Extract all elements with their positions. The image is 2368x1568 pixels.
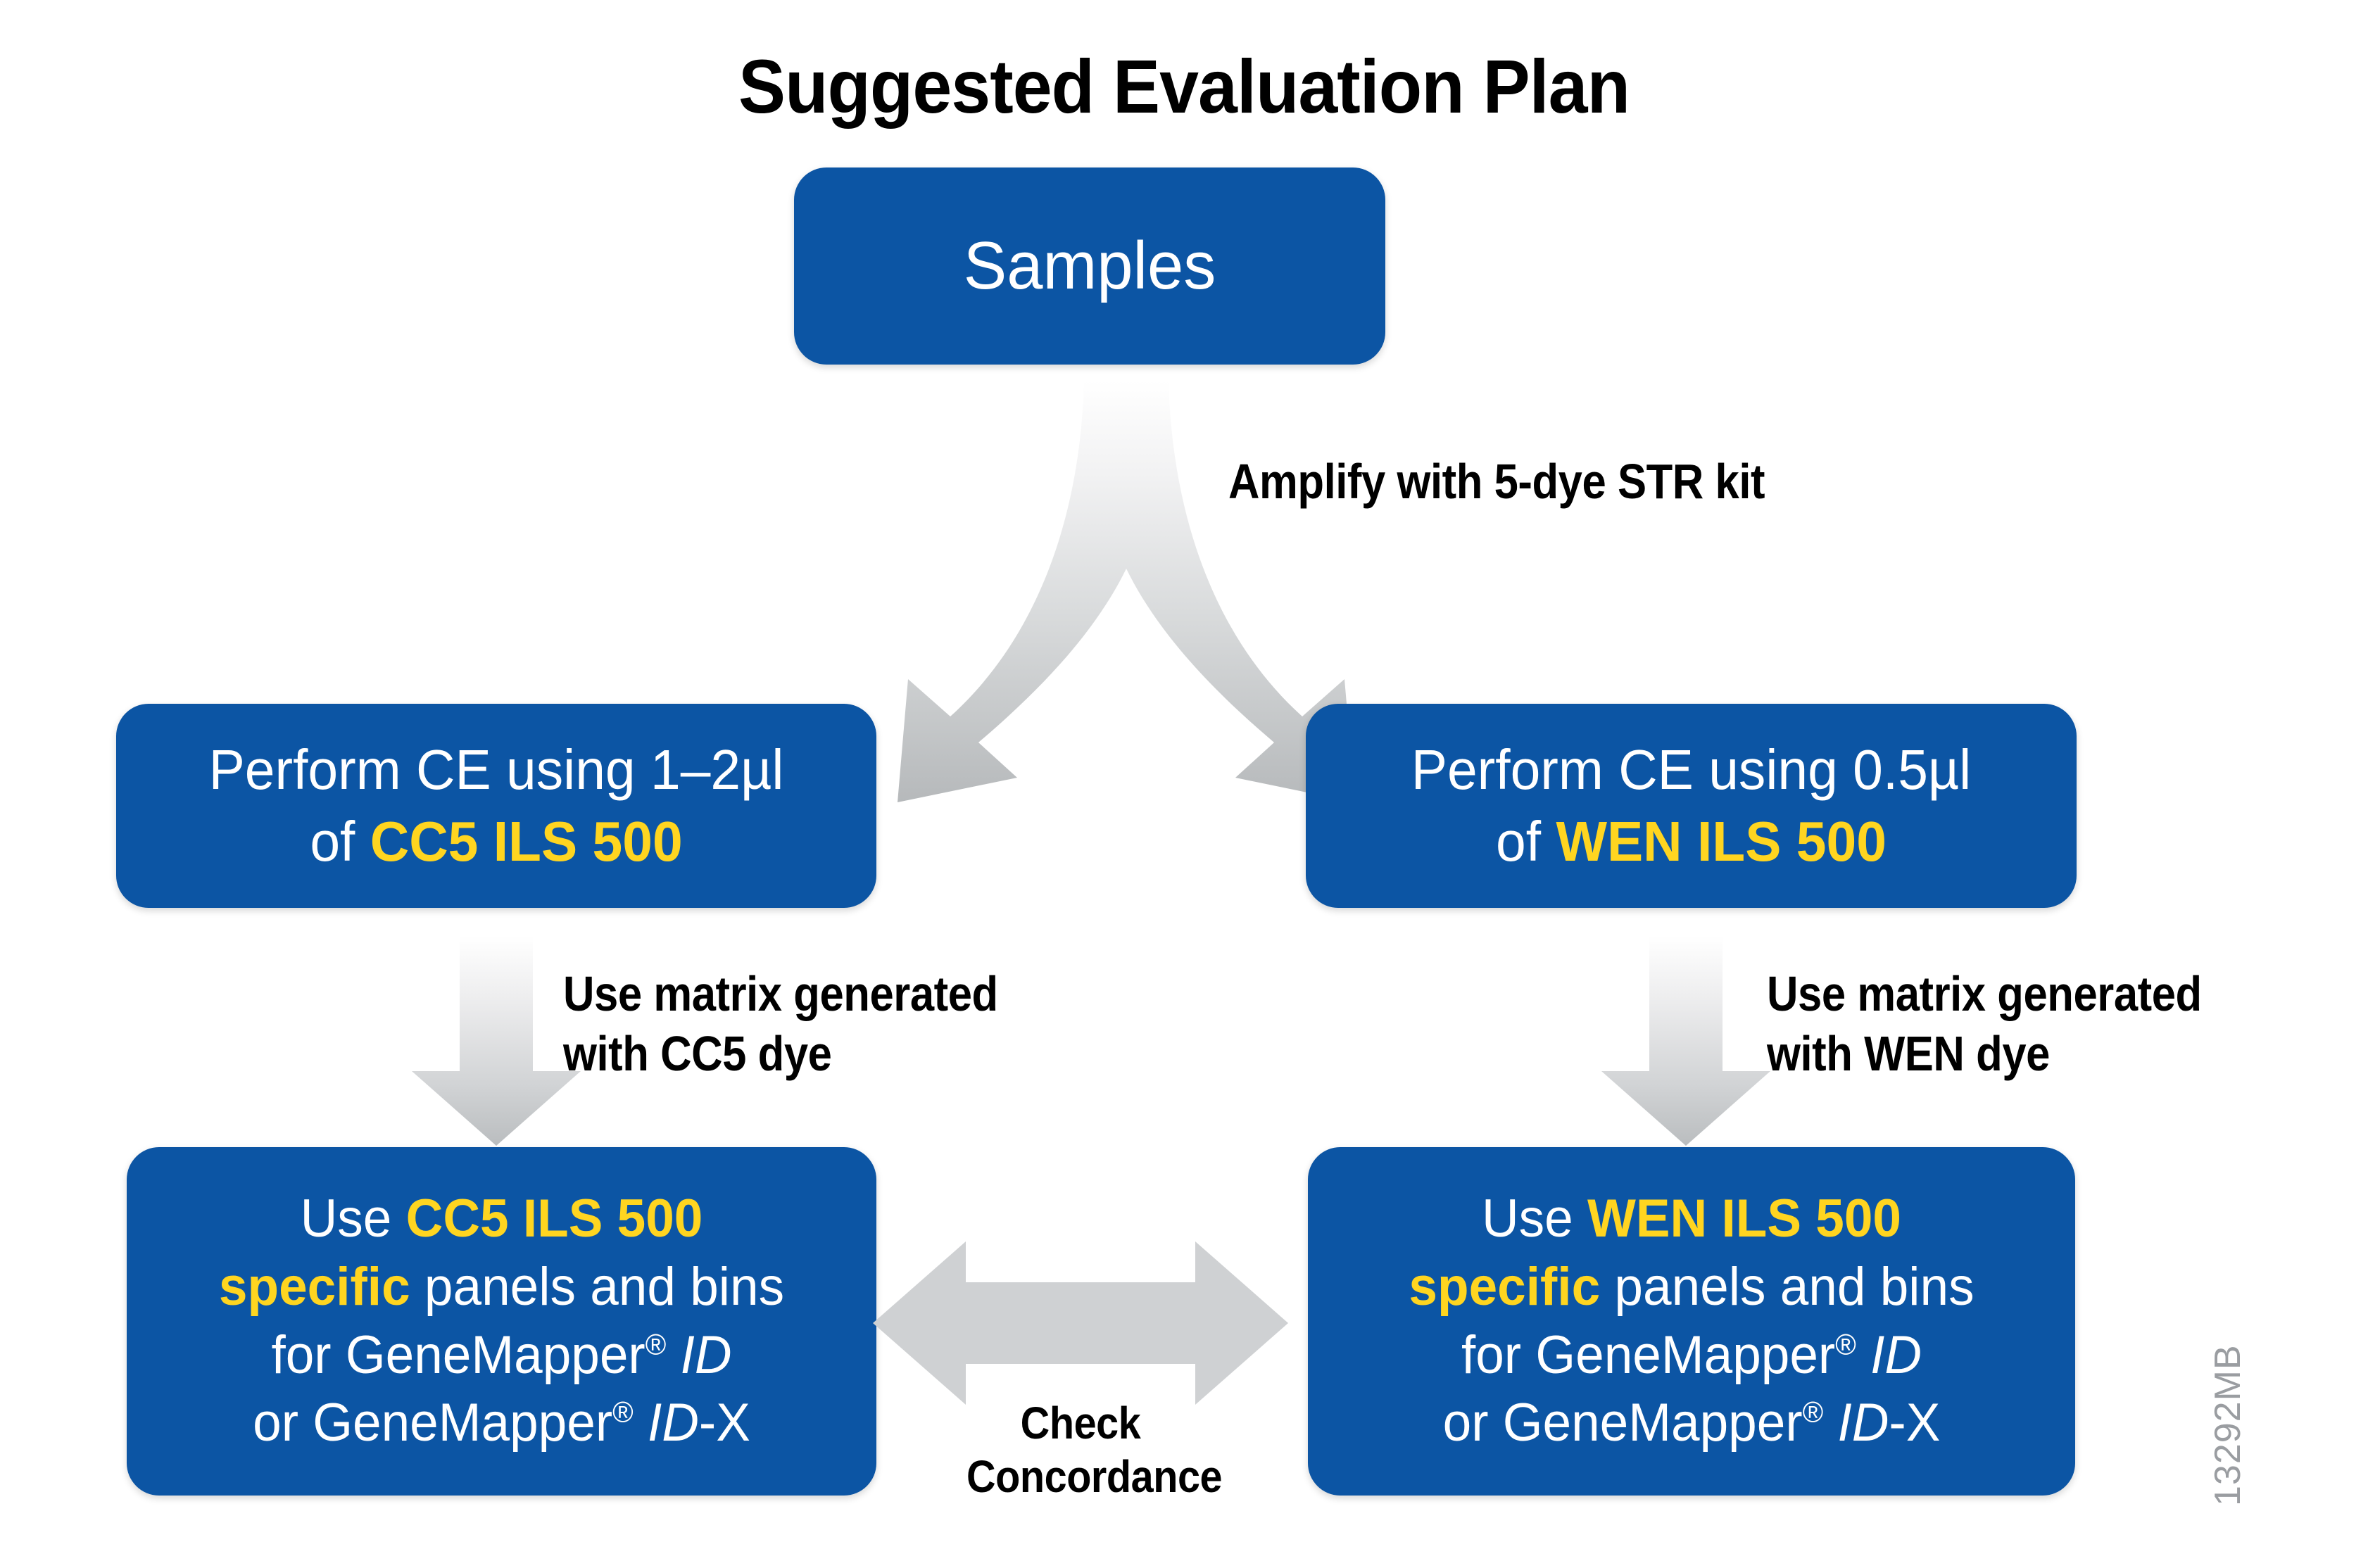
node-panel-left-line4-prefix: or GeneMapper <box>253 1393 613 1453</box>
node-panel-right-line4-suffix: -X <box>1889 1393 1941 1453</box>
node-panel-left-line2-highlight: specific <box>218 1256 410 1317</box>
node-ce-right-line2-prefix: of <box>1496 810 1556 873</box>
node-ce-left-line2-prefix: of <box>310 810 370 873</box>
node-ce-left-line1: Perform CE using 1–2µl <box>208 738 784 802</box>
node-panel-left-line3-italic: ID <box>680 1324 732 1385</box>
edge-label-check-concordance: Check Concordance <box>966 1398 1223 1502</box>
node-ce-right-highlight: WEN ILS 500 <box>1556 810 1887 873</box>
edge-label-amplify: Amplify with 5-dye STR kit <box>1228 454 1765 509</box>
node-panel-left-line2-suffix: panels and bins <box>410 1256 785 1317</box>
registered-trademark-icon: ® <box>1802 1395 1824 1429</box>
node-ce-left-highlight: CC5 ILS 500 <box>370 810 683 873</box>
page-title: Suggested Evaluation Plan <box>738 44 1630 129</box>
node-samples[interactable]: Samples <box>794 167 1385 365</box>
node-ce-right-line1: Perform CE using 0.5µl <box>1411 738 1972 802</box>
registered-trademark-icon: ® <box>1835 1327 1856 1361</box>
node-panel-right-line3-italic: ID <box>1870 1324 1922 1385</box>
down-arrow-icon <box>412 936 581 1146</box>
left-right-arrow-icon <box>873 1241 1288 1405</box>
down-arrow-icon <box>1601 936 1770 1146</box>
registered-trademark-icon: ® <box>612 1395 634 1429</box>
node-panel-left-line1-prefix: Use <box>300 1189 406 1249</box>
node-panel-right-line3-prefix: for GeneMapper <box>1461 1324 1836 1385</box>
node-panel-right[interactable]: Use WEN ILS 500 specific panels and bins… <box>1308 1147 2075 1496</box>
registered-trademark-icon: ® <box>645 1327 667 1361</box>
edge-label-matrix-left: Use matrix generated with CC5 dye <box>563 966 998 1082</box>
node-panel-left-line1-highlight: CC5 ILS 500 <box>405 1189 703 1249</box>
node-panel-left-line4-suffix: -X <box>698 1393 750 1453</box>
node-panel-right-line1-highlight: WEN ILS 500 <box>1587 1189 1902 1249</box>
node-panel-left[interactable]: Use CC5 ILS 500 specific panels and bins… <box>127 1147 876 1496</box>
node-panel-right-line2-suffix: panels and bins <box>1600 1256 1975 1317</box>
node-samples-label: Samples <box>963 228 1216 304</box>
side-code-label: 13292MB <box>2208 1344 2248 1506</box>
node-panel-left-line4-italic: ID <box>647 1393 699 1453</box>
node-panel-right-line4-italic: ID <box>1837 1393 1889 1453</box>
node-panel-right-line2-highlight: specific <box>1409 1256 1601 1317</box>
edge-label-matrix-right: Use matrix generated with WEN dye <box>1767 966 2202 1082</box>
node-panel-left-line3-prefix: for GeneMapper <box>271 1324 645 1385</box>
node-ce-right[interactable]: Perform CE using 0.5µl of WEN ILS 500 <box>1306 704 2077 908</box>
split-y-arrow-icon <box>898 380 1355 802</box>
node-ce-left[interactable]: Perform CE using 1–2µl of CC5 ILS 500 <box>116 704 876 908</box>
node-panel-right-line1-prefix: Use <box>1481 1189 1588 1249</box>
node-panel-right-line4-prefix: or GeneMapper <box>1442 1393 1803 1453</box>
